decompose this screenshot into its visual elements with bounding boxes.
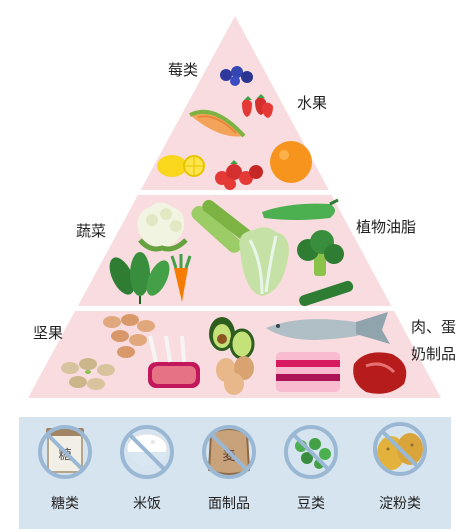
prohibit-sign-peas: [284, 425, 338, 479]
orange-icon: [270, 141, 312, 183]
label-dairy: 奶制品: [411, 345, 457, 363]
eggs-icon: [216, 356, 254, 395]
steak-icon: [353, 352, 407, 394]
pork-belly-icon: [276, 352, 340, 392]
prohibit-marks: [38, 422, 427, 479]
almonds-icon: [103, 314, 155, 358]
prohibit-sign-flour: [202, 425, 256, 479]
prohibit-sign-rice: [120, 425, 174, 479]
cabbage-icon: [239, 227, 289, 296]
peas-icon: [295, 438, 331, 469]
lemon-icon: [157, 155, 205, 177]
pistachios-icon: [61, 358, 115, 390]
prohibit-sign-sugar: [38, 425, 92, 479]
avoid-label-rice: 米饭: [133, 496, 161, 512]
cauliflower-icon: [137, 202, 188, 252]
cherry-tomatoes-icon: [215, 160, 263, 190]
label-berries: 莓类: [168, 61, 199, 79]
label-vegetables: 蔬菜: [76, 222, 107, 240]
label-nuts: 坚果: [33, 324, 64, 342]
fish-icon: [266, 312, 390, 344]
cucumber-icon: [299, 280, 354, 307]
label-plant-oils: 植物油脂: [356, 218, 417, 236]
avoid-label-beans: 豆类: [297, 496, 325, 512]
lamb-ribs-icon: [148, 335, 200, 388]
broccoli-icon: [297, 230, 344, 276]
strawberries-icon: [242, 94, 273, 118]
avoid-label-flour: 面制品: [208, 496, 250, 512]
label-meat-eggs: 肉、蛋: [411, 318, 457, 336]
zucchini-icon: [191, 199, 252, 253]
tier-divider-upper: [0, 190, 469, 195]
avoid-label-sugar: 糖类: [51, 496, 79, 512]
green-pepper-icon: [262, 198, 339, 220]
tier-divider-lower: [0, 306, 469, 311]
label-fruits: 水果: [297, 94, 328, 112]
pyramid-shape: [28, 16, 441, 398]
carrot-icon: [170, 254, 192, 302]
avoid-label-starch: 淀粉类: [379, 496, 421, 512]
blueberries-icon: [220, 66, 253, 86]
melon-slice-icon: [189, 109, 246, 138]
prohibit-sign-potatoes: [373, 422, 427, 476]
spinach-icon: [109, 252, 170, 304]
